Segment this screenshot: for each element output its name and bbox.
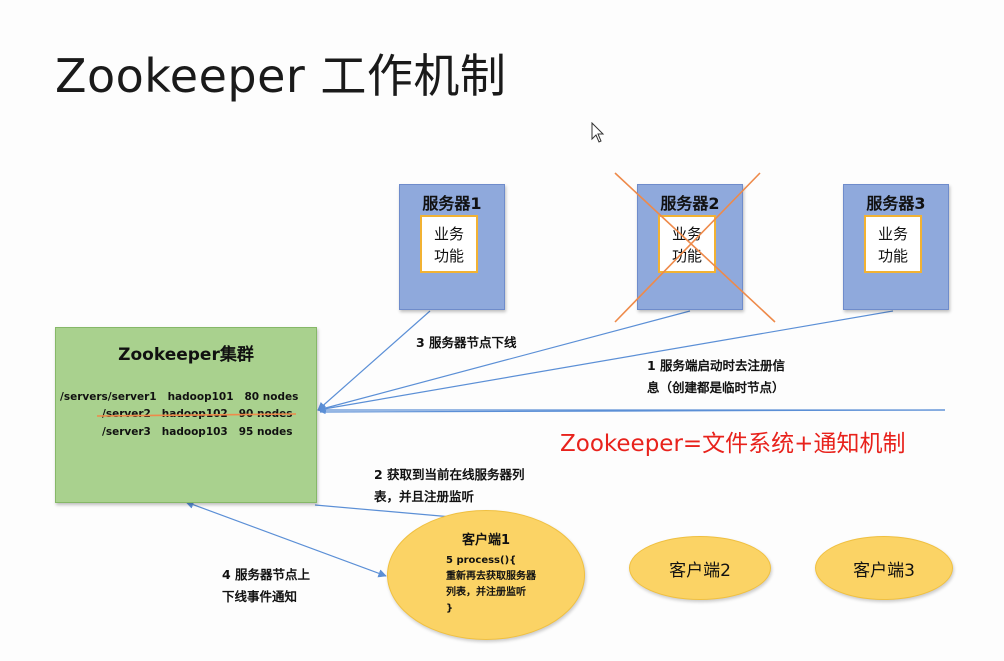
server-2-func-line1: 业务: [671, 225, 702, 243]
server-2-func-line2: 功能: [671, 247, 702, 265]
step-4-label: 4 服务器节点上 下线事件通知: [222, 564, 310, 608]
step-2-line2: 表，并且注册监听: [374, 489, 475, 504]
server-3-func-line2: 功能: [877, 247, 908, 265]
cluster-node-server3: /server3 hadoop103 95 nodes: [102, 426, 293, 438]
client-2: 客户端2: [629, 536, 771, 600]
step-1-line1: 1 服务端启动时去注册信: [647, 358, 786, 373]
server-3: 服务器3 业务 功能: [843, 184, 949, 310]
client-1-code-line1: 5 process(){: [446, 555, 517, 566]
step-2-line1: 2 获取到当前在线服务器列: [374, 467, 525, 482]
server-1-name: 服务器1: [422, 194, 482, 213]
server-2-name: 服务器2: [660, 194, 720, 213]
server-3-function-box: 业务 功能: [864, 215, 922, 273]
step-4-line1: 4 服务器节点上: [222, 567, 311, 582]
arrow-cluster-notify-client1: [185, 500, 387, 578]
client-1-code-line2: 重新再去获取服务器: [446, 571, 536, 582]
client-2-name: 客户端2: [669, 561, 731, 581]
server-1-func-line2: 功能: [433, 247, 464, 265]
step-1-line2: 息（创建都是临时节点）: [647, 380, 785, 395]
step-4-line2: 下线事件通知: [222, 589, 298, 604]
arrow-server2-to-cluster: [317, 310, 691, 413]
client-1-code-line3: 列表，并注册监听: [446, 587, 526, 598]
cluster-name: Zookeeper集群: [118, 345, 254, 365]
server-2-function-box: 业务 功能: [658, 215, 716, 273]
client-1-name: 客户端1: [461, 533, 511, 548]
page-title: Zookeeper 工作机制: [55, 49, 507, 103]
arrow-server1-to-cluster: [317, 310, 431, 411]
step-2-label: 2 获取到当前在线服务器列 表，并且注册监听: [374, 464, 525, 508]
client-3-name: 客户端3: [853, 561, 915, 581]
step-3-label: 3 服务器节点下线: [416, 335, 517, 350]
arrow-server3-to-cluster: [317, 310, 894, 413]
server-3-name: 服务器3: [866, 194, 926, 213]
server-3-func-line1: 业务: [877, 225, 908, 243]
mouse-cursor-icon: [591, 122, 605, 143]
server-1: 服务器1 业务 功能: [399, 184, 505, 310]
server-1-func-line1: 业务: [433, 225, 464, 243]
mechanism-note: Zookeeper=文件系统+通知机制: [560, 431, 906, 457]
cluster-node-server1: /servers/server1 hadoop101 80 nodes: [60, 391, 299, 403]
client-1-code-line4: }: [446, 603, 454, 614]
client-3: 客户端3: [815, 536, 953, 600]
server-1-function-box: 业务 功能: [420, 215, 478, 273]
step-1-label: 1 服务端启动时去注册信 息（创建都是临时节点）: [647, 355, 785, 399]
client-1: 客户端1 5 process(){ 重新再去获取服务器 列表，并注册监听 }: [387, 510, 585, 640]
server-2: 服务器2 业务 功能: [637, 184, 743, 310]
